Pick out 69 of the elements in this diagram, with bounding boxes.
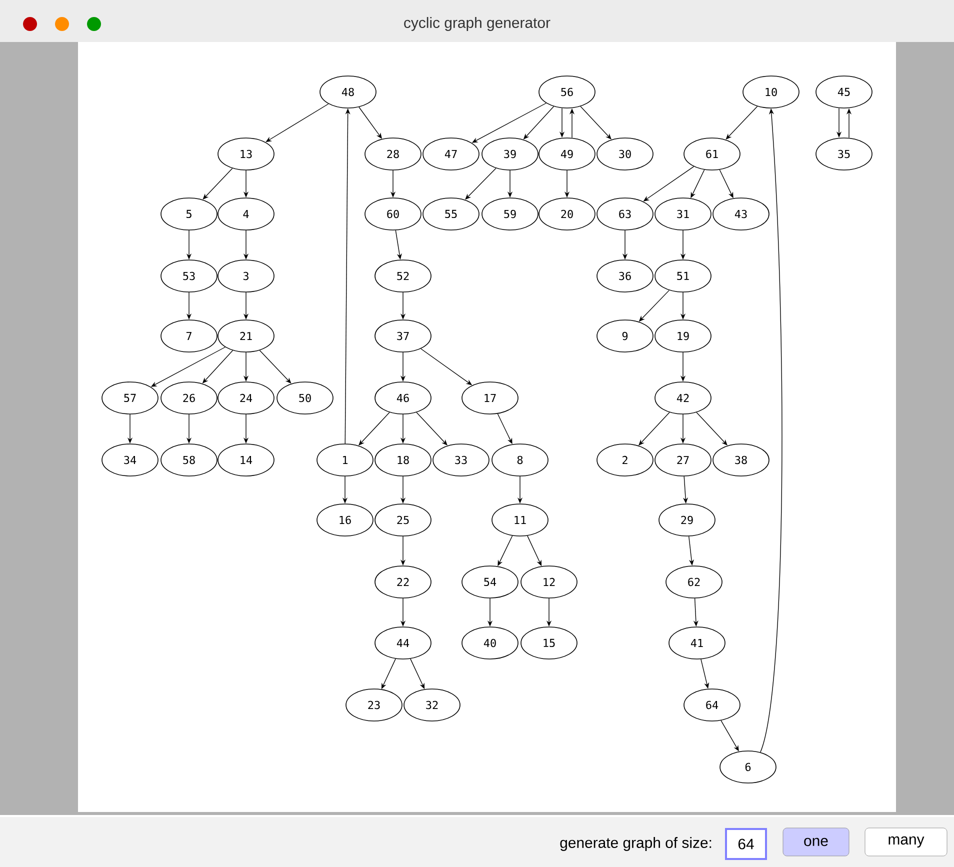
graph-node: 3 bbox=[218, 260, 274, 292]
graph-node: 10 bbox=[742, 76, 800, 108]
graph-node: 45 bbox=[816, 76, 872, 108]
graph-node: 62 bbox=[666, 566, 722, 598]
graph-node: 18 bbox=[374, 444, 432, 476]
graph-node: 37 bbox=[374, 320, 432, 352]
graph-node: 15 bbox=[520, 626, 578, 660]
graph-node: 24 bbox=[218, 382, 274, 414]
graph-node: 16 bbox=[316, 504, 374, 536]
graph-node: 4 bbox=[218, 198, 274, 230]
graph-node: 55 bbox=[422, 198, 480, 230]
graph-node: 43 bbox=[712, 198, 770, 230]
graph-node: 58 bbox=[160, 444, 218, 476]
graph-node: 19 bbox=[654, 320, 712, 352]
graph-node: 38 bbox=[712, 444, 770, 476]
graph-node: 49 bbox=[538, 138, 596, 170]
graph-node: 28 bbox=[364, 138, 422, 170]
graph-node: 2 bbox=[596, 444, 654, 476]
window-title: cyclic graph generator bbox=[404, 17, 550, 31]
graph-node: 7 bbox=[160, 320, 218, 352]
graph-node: 48 bbox=[320, 76, 376, 108]
graph-node: 30 bbox=[596, 138, 654, 170]
graph-node: 31 bbox=[654, 198, 712, 230]
graph-node: 21 bbox=[218, 320, 274, 352]
graph-node: 44 bbox=[374, 626, 432, 660]
graph-node: 53 bbox=[160, 260, 218, 292]
graph-node: 61 bbox=[684, 138, 740, 170]
graph-node: 63 bbox=[596, 198, 654, 230]
graph-node: 64 bbox=[684, 688, 740, 722]
graph-node: 41 bbox=[668, 626, 726, 660]
graph-node: 26 bbox=[160, 382, 218, 414]
graph-node: 47 bbox=[422, 138, 480, 170]
graph-node: 50 bbox=[276, 382, 334, 414]
field-label: generate graph of size: bbox=[560, 837, 712, 851]
graph-node: 25 bbox=[374, 504, 432, 536]
graph-node: 36 bbox=[596, 260, 654, 292]
graph-node: 46 bbox=[374, 382, 432, 414]
graph-node: 22 bbox=[374, 566, 432, 598]
graph-node: 23 bbox=[346, 688, 402, 722]
graph-node: 13 bbox=[218, 138, 274, 170]
graph-node: 9 bbox=[596, 320, 654, 352]
graph-node: 6 bbox=[720, 750, 776, 784]
graph-node: 11 bbox=[492, 504, 548, 536]
graph-node: 40 bbox=[462, 626, 518, 660]
graph-node: 29 bbox=[658, 504, 716, 536]
graph-node: 33 bbox=[432, 444, 490, 476]
graph-node: 20 bbox=[538, 198, 596, 230]
graph-node: 42 bbox=[654, 382, 712, 414]
graph-node: 14 bbox=[218, 444, 274, 476]
graph-node: 57 bbox=[102, 382, 158, 414]
graph-node: 34 bbox=[102, 444, 158, 476]
graph-node: 1 bbox=[316, 444, 374, 476]
graph-node: 35 bbox=[816, 138, 872, 170]
graph-node: 17 bbox=[462, 382, 518, 414]
graph-node: 51 bbox=[654, 260, 712, 292]
graph-node: 56 bbox=[538, 76, 596, 108]
graph-node: 27 bbox=[654, 444, 712, 476]
graph-node: 52 bbox=[374, 260, 432, 292]
graph-node: 32 bbox=[404, 688, 460, 722]
input-field: 64 bbox=[725, 828, 767, 860]
graph-node: 8 bbox=[492, 444, 548, 476]
graph-node: 5 bbox=[160, 198, 218, 230]
graph-node: 39 bbox=[482, 138, 538, 170]
graph-node: 54 bbox=[462, 566, 518, 598]
many-button: many bbox=[864, 828, 948, 856]
graph-node: 60 bbox=[364, 198, 422, 230]
graph-node: 12 bbox=[520, 566, 578, 598]
graph-node: 59 bbox=[482, 198, 538, 230]
one-button: one bbox=[782, 828, 850, 856]
